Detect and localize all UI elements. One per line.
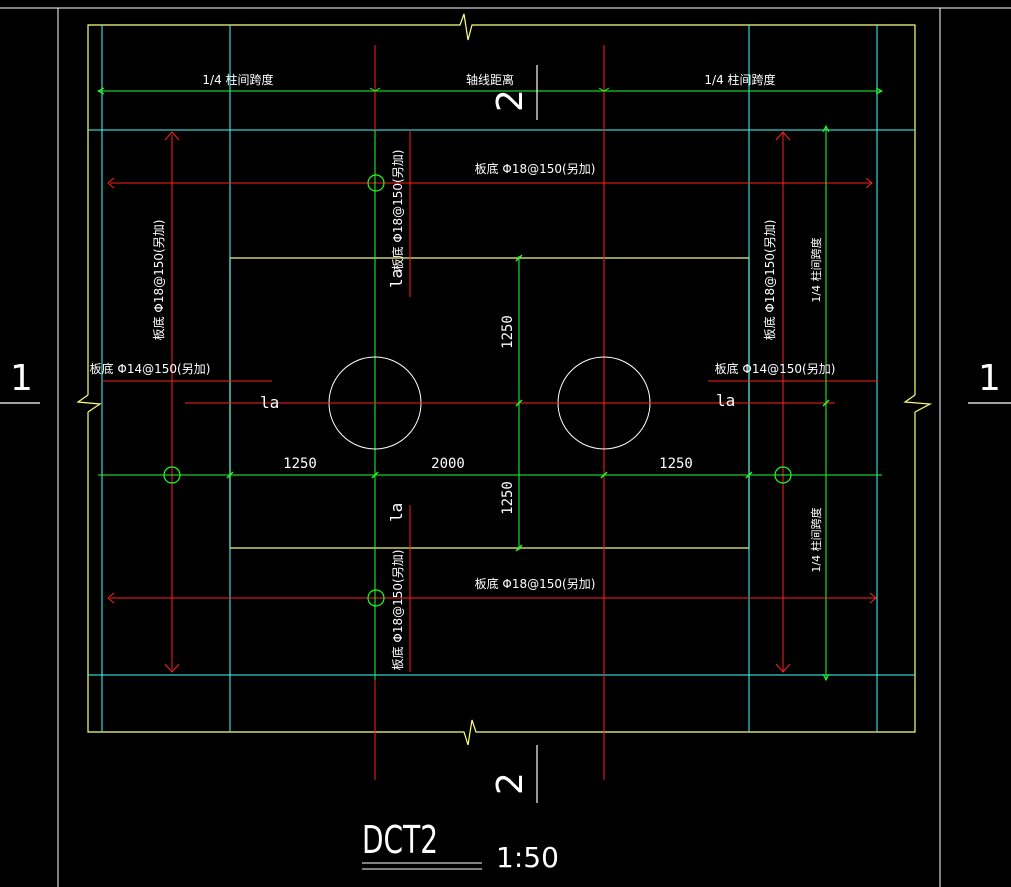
marker-bottom [367, 589, 385, 607]
rebar-markers [163, 174, 792, 607]
label-rebar-right-horizontal: 板底 Φ14@150(另加) [715, 361, 836, 376]
dim-middle: 2000 [431, 456, 465, 472]
green-dimensions [96, 87, 884, 682]
section-mark-left: 1 [10, 358, 33, 399]
dim-left: 1250 [283, 456, 317, 472]
label-rebar-left-vertical: 板底 Φ18@150(另加) [151, 220, 166, 341]
dim-vertical-top: 1250 [500, 315, 516, 349]
label-rebar-top-vertical: 板底 Φ18@150(另加) [390, 150, 405, 271]
drawing-title: DCT2 [362, 818, 438, 862]
outer-frame [0, 7, 1011, 887]
label-rebar-top-horizontal: 板底 Φ18@150(另加) [475, 161, 596, 176]
title-underline [362, 862, 482, 870]
label-quarter-span-vert-bottom: 1/4 柱间跨度 [809, 507, 823, 572]
red-lines [102, 45, 878, 780]
marker-left [163, 466, 181, 484]
section-mark-bottom: 2 [490, 772, 531, 795]
label-rebar-bottom-horizontal: 板底 Φ18@150(另加) [475, 576, 596, 591]
section-mark-right: 1 [978, 358, 1001, 399]
footing-outline [76, 13, 933, 746]
label-la-bottom: la [387, 503, 406, 522]
label-quarter-span-vert-top: 1/4 柱间跨度 [809, 237, 823, 302]
label-la-right: la [716, 391, 735, 410]
label-rebar-bottom-vertical: 板底 Φ18@150(另加) [390, 550, 405, 671]
label-la-top: la [387, 269, 406, 288]
label-rebar-left-horizontal: 板底 Φ14@150(另加) [90, 361, 211, 376]
dim-vertical-bottom: 1250 [500, 481, 516, 515]
section-mark-lines [0, 65, 1011, 803]
drawing-scale: 1:50 [496, 841, 559, 874]
marker-top [367, 174, 385, 192]
label-rebar-right-vertical: 板底 Φ18@150(另加) [762, 220, 777, 341]
label-axis-distance: 轴线距离 [466, 72, 514, 87]
section-mark-top: 2 [490, 89, 531, 112]
label-quarter-span-right: 1/4 柱间跨度 [704, 72, 775, 87]
marker-right [774, 466, 792, 484]
label-quarter-span-left: 1/4 柱间跨度 [202, 72, 273, 87]
dim-right: 1250 [659, 456, 693, 472]
cyan-grid [88, 25, 915, 732]
label-la-left: la [260, 393, 279, 412]
dimension-ticks [226, 254, 830, 552]
